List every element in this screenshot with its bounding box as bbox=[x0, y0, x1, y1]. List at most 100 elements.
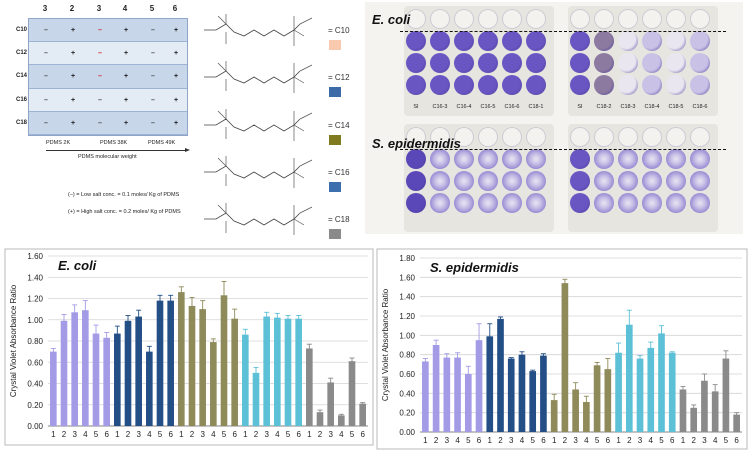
bar bbox=[454, 357, 461, 432]
bar bbox=[156, 300, 164, 426]
bar bbox=[604, 369, 612, 432]
plate-well bbox=[502, 53, 522, 73]
structure-item: = C12 bbox=[200, 59, 350, 101]
plate-well bbox=[430, 9, 450, 29]
grid-cell-symbol: + bbox=[173, 119, 179, 127]
x-tick-label: 6 bbox=[232, 430, 237, 439]
chart-title: E. coli bbox=[58, 258, 97, 273]
grid-cell-symbol: + bbox=[123, 50, 129, 58]
bar bbox=[507, 358, 515, 432]
x-tick-label: 3 bbox=[638, 436, 643, 445]
plate-well bbox=[570, 75, 590, 95]
plate-well bbox=[430, 171, 450, 191]
plate-well bbox=[570, 31, 590, 51]
x-tick-label: 2 bbox=[434, 436, 439, 445]
grid-cell-symbol: – bbox=[151, 96, 155, 104]
plate-well bbox=[690, 193, 710, 213]
plate-well bbox=[478, 53, 498, 73]
plate-well bbox=[642, 149, 662, 169]
x-tick-label: 3 bbox=[328, 430, 333, 439]
cut-line bbox=[400, 31, 562, 32]
structure-color-swatch bbox=[329, 135, 341, 145]
x-tick-label: 6 bbox=[296, 430, 301, 439]
grid-cell-symbol: – bbox=[44, 50, 48, 58]
x-tick-label: 3 bbox=[702, 436, 707, 445]
plate-well bbox=[430, 193, 450, 213]
plate-well bbox=[430, 31, 450, 51]
plate-well bbox=[502, 193, 522, 213]
plate-well bbox=[526, 9, 546, 29]
bar bbox=[722, 358, 730, 432]
bar bbox=[199, 309, 206, 426]
grid-cell-symbol: + bbox=[173, 96, 179, 104]
x-tick-label: 2 bbox=[190, 430, 195, 439]
bar bbox=[561, 283, 569, 432]
bar bbox=[443, 357, 451, 432]
bar bbox=[625, 324, 633, 432]
y-tick-label: 0.60 bbox=[399, 370, 415, 379]
bar bbox=[252, 372, 260, 426]
bar bbox=[327, 382, 334, 426]
plate-well bbox=[642, 75, 662, 95]
plate-well bbox=[618, 149, 638, 169]
x-tick-label: 5 bbox=[595, 436, 600, 445]
cut-line bbox=[400, 149, 562, 150]
x-tick-label: 2 bbox=[318, 430, 323, 439]
y-tick-label: 1.80 bbox=[399, 254, 415, 263]
plate-well bbox=[478, 75, 498, 95]
y-tick-label: 1.40 bbox=[27, 273, 43, 282]
mw-axis-label: PDMS molecular weight bbox=[78, 154, 137, 160]
bar bbox=[178, 292, 185, 426]
plate-column-label: C18-6 bbox=[692, 104, 708, 110]
plate-column-label: SI bbox=[413, 104, 419, 110]
x-tick-label: 2 bbox=[498, 436, 503, 445]
bar bbox=[316, 412, 324, 426]
y-tick-label: 0.80 bbox=[399, 351, 415, 360]
grid-cell-symbol: + bbox=[173, 73, 179, 81]
plate-column-label: C18-2 bbox=[596, 104, 612, 110]
grid-cell-symbol: – bbox=[98, 27, 102, 34]
grid-cell-symbol: + bbox=[123, 27, 129, 34]
x-tick-label: 2 bbox=[563, 436, 568, 445]
x-tick-label: 5 bbox=[222, 430, 227, 439]
y-tick-label: 0.20 bbox=[399, 409, 415, 418]
plate-well bbox=[570, 149, 590, 169]
y-tick-label: 1.20 bbox=[27, 295, 43, 304]
y-axis-title: Crystal Violet Absorbance Ratio bbox=[9, 284, 18, 397]
x-tick-label: 1 bbox=[51, 430, 56, 439]
plate-well bbox=[666, 31, 686, 51]
plate-well bbox=[618, 31, 638, 51]
bar bbox=[422, 361, 429, 432]
x-tick-label: 5 bbox=[158, 430, 163, 439]
plate-column-label: C16-6 bbox=[504, 104, 520, 110]
plate-well bbox=[430, 127, 450, 147]
bar bbox=[348, 361, 356, 426]
plate-well bbox=[406, 193, 426, 213]
y-tick-label: 0.40 bbox=[27, 380, 43, 389]
bar bbox=[572, 389, 579, 432]
grid-cell-symbol: – bbox=[98, 73, 102, 81]
quaternary-ammonium-structure-icon bbox=[204, 203, 313, 235]
plate-well bbox=[454, 149, 474, 169]
plate-well bbox=[594, 149, 614, 169]
plate-column-label: C16-4 bbox=[456, 104, 472, 110]
x-tick-label: 3 bbox=[72, 430, 77, 439]
plate-well bbox=[690, 149, 710, 169]
bar bbox=[231, 318, 238, 426]
plate-well bbox=[406, 149, 426, 169]
x-tick-label: 4 bbox=[584, 436, 589, 445]
grid-row: C18–+–+–+ bbox=[16, 111, 187, 135]
x-tick-label: 6 bbox=[606, 436, 611, 445]
plate-well bbox=[478, 193, 498, 213]
plate-well bbox=[666, 127, 686, 147]
quaternary-ammonium-structure-icon bbox=[204, 156, 313, 188]
plate-well bbox=[690, 53, 710, 73]
bar bbox=[733, 414, 740, 432]
plate-well bbox=[690, 31, 710, 51]
plate-well bbox=[430, 149, 450, 169]
y-tick-label: 1.00 bbox=[27, 316, 43, 325]
grid-row: C10–+–+–+ bbox=[16, 19, 187, 43]
grid-cell-symbol: – bbox=[98, 50, 102, 58]
bar bbox=[60, 320, 68, 426]
plate-well bbox=[618, 127, 638, 147]
